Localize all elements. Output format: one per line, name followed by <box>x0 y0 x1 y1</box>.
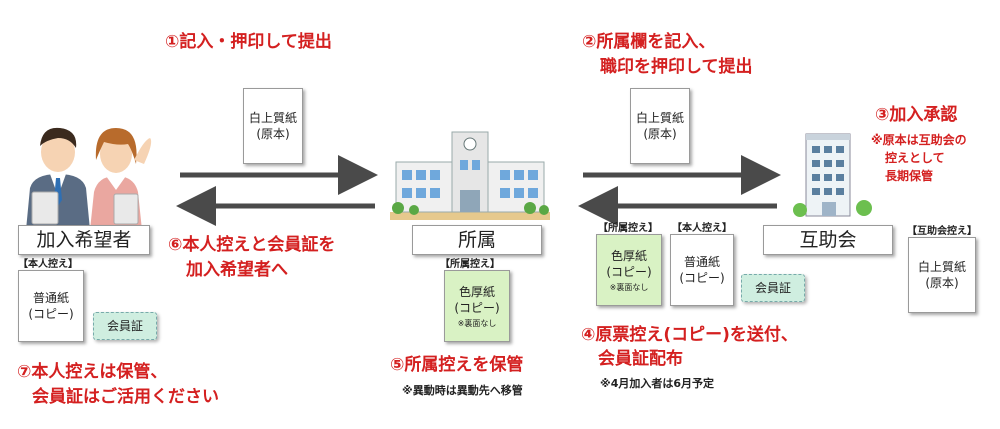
applicant-label: 加入希望者 <box>18 225 150 255</box>
mutual-aid-label: 互助会 <box>763 225 893 255</box>
doc-text: 色厚紙 <box>610 248 647 263</box>
step3-text: ③加入承認 <box>875 105 958 125</box>
step4-text-line1: ④原票控え(コピー)を送付、 <box>581 325 798 345</box>
doc-text: 色厚紙 <box>458 284 495 299</box>
doc-text: 白上質紙 <box>248 111 297 125</box>
affiliation-building-illustration <box>390 131 550 220</box>
applicant-people-illustration <box>26 127 152 230</box>
self-copy-doc-sent: 普通紙 (コピー) <box>670 234 734 306</box>
step3-note-line2: 控えとして <box>885 151 945 165</box>
self-copy-doc-kept: 普通紙 (コピー) <box>18 270 84 342</box>
mutual-copy-doc: 白上質紙 (原本) <box>908 237 976 313</box>
affiliation-copy-tag-sent: 【所属控え】 <box>598 223 658 234</box>
doc-note: ※裏面なし <box>609 282 649 292</box>
doc-text: 普通紙 <box>32 291 69 305</box>
doc-text: (原本) <box>925 276 959 290</box>
affiliation-label: 所属 <box>412 225 542 255</box>
doc-text: (コピー) <box>454 300 500 315</box>
self-copy-tag-kept: 【本人控え】 <box>18 259 78 270</box>
affiliation-copy-doc-kept: 色厚紙 (コピー) ※裏面なし <box>444 270 510 342</box>
step1-text: ①記入・押印して提出 <box>165 32 332 52</box>
doc-text: (コピー) <box>28 307 74 321</box>
original-form-doc-left: 白上質紙 (原本) <box>243 88 303 164</box>
doc-note: ※裏面なし <box>457 318 497 328</box>
doc-text: 白上質紙 <box>635 111 684 125</box>
step3-note-line1: ※原本は互助会の <box>871 133 967 147</box>
step7-text-line2: 会員証はご活用ください <box>32 387 219 407</box>
step5-note: ※異動時は異動先へ移管 <box>402 384 523 397</box>
doc-text: (コピー) <box>606 264 652 279</box>
doc-text: (原本) <box>256 127 290 141</box>
step2-text-line2: 職印を押印して提出 <box>600 57 753 77</box>
step3-note-line3: 長期保管 <box>885 169 934 183</box>
mutual-aid-building-illustration <box>793 133 872 217</box>
member-card-sent: 会員証 <box>741 274 805 302</box>
member-card-kept: 会員証 <box>93 312 157 340</box>
step2-text-line1: ②所属欄を記入、 <box>582 32 716 52</box>
doc-text: 普通紙 <box>683 255 720 269</box>
step6-text-line1: ⑥本人控えと会員証を <box>168 235 336 255</box>
doc-text: (コピー) <box>679 271 725 285</box>
mutual-copy-tag: 【互助会控え】 <box>907 226 977 237</box>
original-form-doc-right: 白上質紙 (原本) <box>630 88 690 164</box>
self-copy-tag-sent: 【本人控え】 <box>672 223 732 234</box>
doc-text: (原本) <box>643 127 677 141</box>
affiliation-copy-tag-kept: 【所属控え】 <box>440 259 500 270</box>
step7-text-line1: ⑦本人控えは保管、 <box>17 362 168 382</box>
doc-text: 白上質紙 <box>917 260 966 274</box>
step4-text-line2: 会員証配布 <box>598 349 683 369</box>
step4-note: ※4月加入者は6月予定 <box>600 377 715 390</box>
step5-text: ⑤所属控えを保管 <box>390 355 524 375</box>
affiliation-copy-doc-sent: 色厚紙 (コピー) ※裏面なし <box>596 234 662 306</box>
step6-text-line2: 加入希望者へ <box>186 260 288 280</box>
